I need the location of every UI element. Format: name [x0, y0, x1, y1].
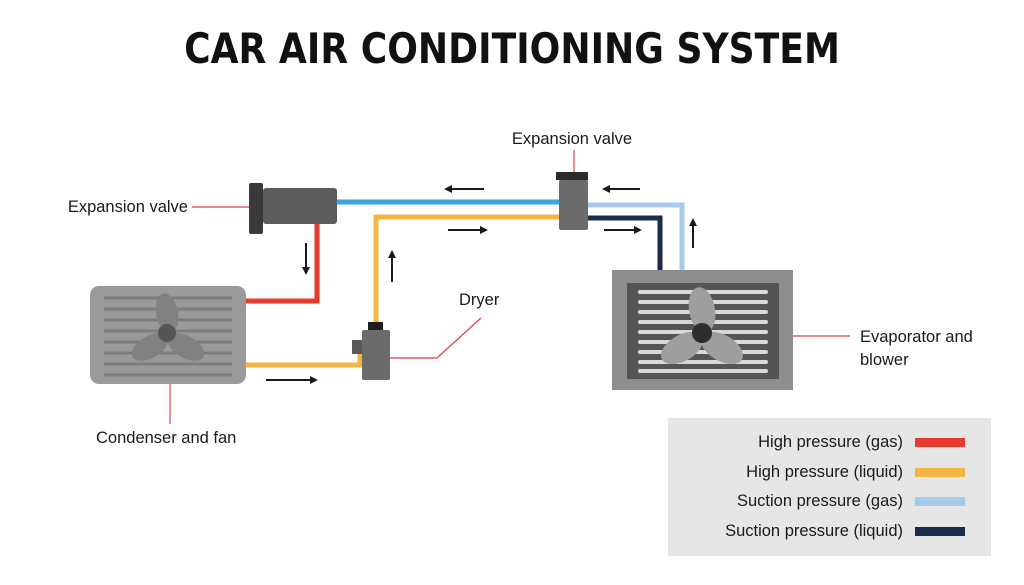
- label-expansion-valve-top: Expansion valve: [512, 130, 632, 148]
- dryer: [352, 322, 390, 380]
- label-condenser: Condenser and fan: [96, 429, 236, 447]
- leader-dryer: [390, 317, 482, 359]
- pipe-high-liquid-lower: [245, 348, 363, 368]
- blower-fan: [661, 287, 743, 365]
- page-title: CAR AIR CONDITIONING SYSTEM: [184, 24, 840, 73]
- legend-label: High pressure (liquid): [746, 462, 903, 481]
- legend-label: Suction pressure (liquid): [725, 521, 903, 540]
- legend: High pressure (gas) High pressure (liqui…: [668, 418, 991, 556]
- legend-item: High pressure (gas): [758, 432, 965, 452]
- legend-label: Suction pressure (gas): [737, 491, 903, 510]
- expansion-valve-left: [249, 183, 337, 234]
- condenser-unit: [90, 286, 246, 384]
- pipe-suction-liquid: [588, 215, 663, 272]
- label-expansion-valve-left: Expansion valve: [68, 198, 188, 216]
- legend-item: High pressure (liquid): [746, 462, 965, 482]
- pipe-high-gas: [245, 222, 320, 304]
- pipe-suction-gas: [588, 202, 685, 272]
- legend-swatch: [915, 437, 965, 447]
- legend-swatch: [915, 467, 965, 477]
- legend-swatch: [915, 496, 965, 506]
- legend-label: High pressure (gas): [758, 432, 903, 451]
- legend-item: Suction pressure (gas): [737, 491, 965, 511]
- legend-item: Suction pressure (liquid): [725, 521, 965, 541]
- pipe-high-liquid-upper: [373, 214, 560, 328]
- flow-arrows: [266, 185, 697, 384]
- label-evaporator-line1: Evaporator and: [860, 328, 973, 346]
- expansion-valve-top: [556, 172, 588, 230]
- pipes: [245, 199, 685, 368]
- evaporator-unit: [612, 270, 793, 390]
- label-dryer: Dryer: [459, 291, 500, 309]
- callout-lines: [169, 150, 850, 424]
- legend-swatch: [915, 526, 965, 536]
- condenser-fan: [131, 293, 205, 361]
- label-evaporator-line2: blower: [860, 351, 909, 369]
